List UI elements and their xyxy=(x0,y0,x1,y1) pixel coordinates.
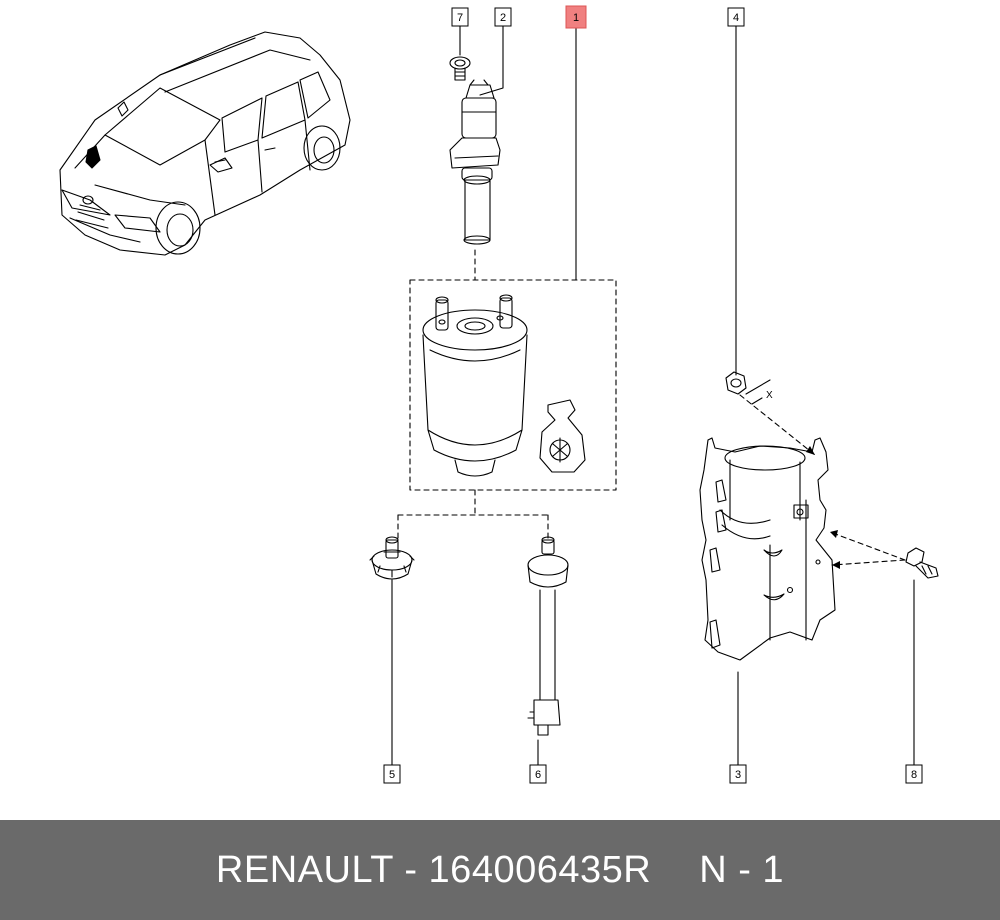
svg-text:4: 4 xyxy=(733,12,739,24)
callout-8[interactable]: 8 xyxy=(905,764,923,784)
svg-text:1: 1 xyxy=(573,12,579,24)
svg-text:6: 6 xyxy=(535,769,541,781)
callout-7[interactable]: 7 xyxy=(451,7,469,27)
part-info-label: RENAULT - 164006435R xyxy=(215,848,652,891)
part-3-bracket xyxy=(699,437,836,661)
leader-lines xyxy=(391,25,915,766)
car-illustration xyxy=(59,31,351,256)
part-2-sensor xyxy=(449,79,501,245)
svg-text:3: 3 xyxy=(735,769,741,781)
x-mark-label: X xyxy=(766,390,773,401)
part-6-water-sensor xyxy=(527,536,569,736)
svg-text:2: 2 xyxy=(500,12,506,24)
part-7-screw xyxy=(449,56,471,81)
svg-text:5: 5 xyxy=(389,769,395,781)
parts-diagram: X 7 2 1 4 5 6 3 xyxy=(59,5,939,784)
part-5-connector xyxy=(369,536,415,580)
callout-boxes: 7 2 1 4 5 6 3 8 xyxy=(383,5,923,784)
callout-3[interactable]: 3 xyxy=(729,764,747,784)
svg-text:7: 7 xyxy=(457,12,463,24)
callout-2[interactable]: 2 xyxy=(494,7,512,27)
callout-6[interactable]: 6 xyxy=(529,764,547,784)
part-8-bolt xyxy=(905,547,939,579)
svg-text:8: 8 xyxy=(911,769,917,781)
part-4-nut xyxy=(725,371,771,405)
position-label: N - 1 xyxy=(699,848,785,891)
footer-bar: RENAULT - 164006435R N - 1 xyxy=(0,820,1000,920)
callout-4[interactable]: 4 xyxy=(727,7,745,27)
part-1-fuel-filter xyxy=(422,294,586,477)
callout-1-highlighted[interactable]: 1 xyxy=(565,5,587,29)
callout-5[interactable]: 5 xyxy=(383,764,401,784)
